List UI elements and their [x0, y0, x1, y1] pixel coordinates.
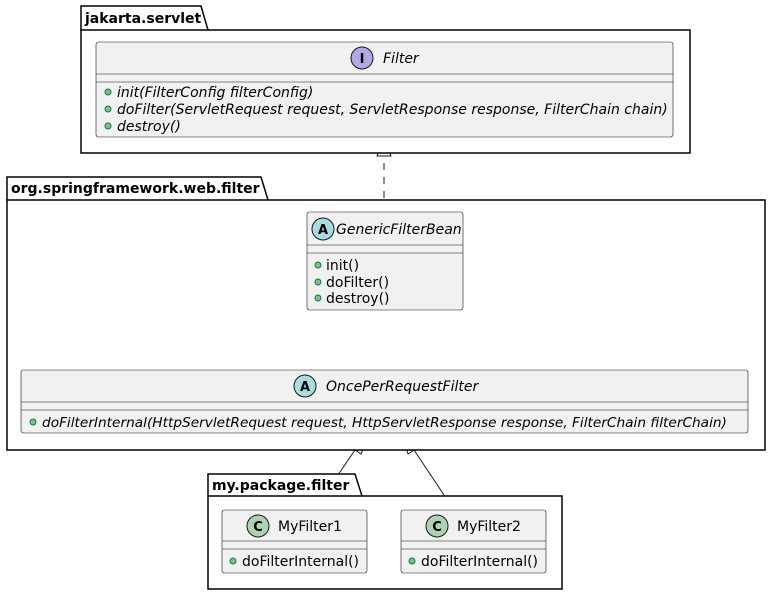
- class-name: MyFilter1: [278, 519, 342, 535]
- method-init: init(): [326, 258, 359, 274]
- svg-text:A: A: [318, 223, 328, 238]
- method-init: init(FilterConfig filterConfig): [117, 85, 313, 101]
- public-visibility-icon: [104, 88, 112, 96]
- package-title: my.package.filter: [212, 478, 349, 494]
- public-visibility-icon: [229, 557, 237, 565]
- public-visibility-icon: [104, 122, 112, 130]
- svg-text:A: A: [300, 380, 310, 395]
- svg-text:C: C: [432, 520, 442, 535]
- class-myfilter2[interactable]: C MyFilter2 doFilterInternal(): [400, 509, 547, 574]
- method-dofilterinternal: doFilterInternal(HttpServletRequest requ…: [42, 415, 727, 431]
- class-name: GenericFilterBean: [336, 222, 462, 238]
- public-visibility-icon: [104, 105, 112, 113]
- class-filter[interactable]: I Filter init(FilterConfig filterConfig)…: [95, 41, 674, 138]
- abstract-badge-icon: A: [311, 217, 335, 241]
- class-badge-icon: C: [246, 514, 270, 538]
- class-badge-icon: C: [425, 514, 449, 538]
- method-destroy: destroy(): [117, 119, 181, 135]
- method-dofilterinternal: doFilterInternal(): [242, 554, 359, 570]
- method-destroy: destroy(): [326, 291, 390, 307]
- class-name: Filter: [383, 51, 420, 67]
- method-dofilter: doFilter(): [326, 275, 389, 291]
- class-onceperrequestfilter[interactable]: A OncePerRequestFilter doFilterInternal(…: [20, 369, 749, 434]
- abstract-badge-icon: A: [293, 374, 317, 398]
- svg-text:C: C: [253, 520, 263, 535]
- public-visibility-icon: [314, 294, 322, 302]
- package-title: jakarta.servlet: [84, 11, 202, 27]
- public-visibility-icon: [314, 278, 322, 286]
- class-genericfilterbean[interactable]: A GenericFilterBean init() doFilter() de…: [306, 211, 464, 311]
- method-dofilterinternal: doFilterInternal(): [421, 554, 538, 570]
- method-dofilter: doFilter(ServletRequest request, Servlet…: [117, 102, 668, 118]
- public-visibility-icon: [314, 261, 322, 269]
- interface-badge-icon: I: [350, 46, 374, 70]
- package-title: org.springframework.web.filter: [11, 181, 260, 197]
- class-name: MyFilter2: [457, 519, 521, 535]
- public-visibility-icon: [408, 557, 416, 565]
- class-myfilter1[interactable]: C MyFilter1 doFilterInternal(): [221, 509, 368, 574]
- svg-text:I: I: [360, 52, 365, 67]
- public-visibility-icon: [29, 418, 37, 426]
- class-name: OncePerRequestFilter: [326, 379, 479, 395]
